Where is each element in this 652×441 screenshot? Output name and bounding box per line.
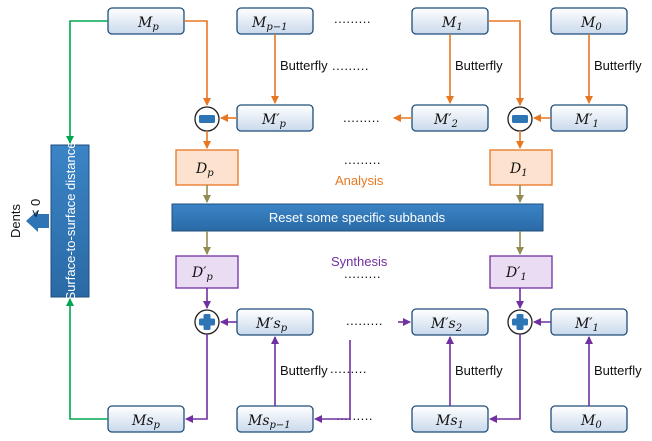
butterfly-label-2: Butterfly — [455, 58, 503, 73]
minus-node-1 — [507, 106, 533, 132]
svg-text:Mp: Mp — [137, 15, 159, 33]
svg-text:M′p: M′p — [261, 112, 287, 130]
plus-node-p — [194, 309, 220, 335]
butterfly-label-6: Butterfly — [594, 363, 642, 378]
svg-text:M1: M1 — [441, 15, 463, 33]
svg-text:Msp: Msp — [131, 413, 161, 431]
svg-text:D′1: D′1 — [505, 265, 527, 283]
threshold-label: < 0 — [28, 199, 43, 217]
svg-text:D1: D1 — [509, 161, 528, 179]
svg-text:Dp: Dp — [195, 161, 214, 179]
svg-text:M′sp: M′sp — [255, 316, 288, 334]
butterfly-label-1: Butterfly — [280, 58, 328, 73]
synthesis-dots: ......... — [344, 266, 381, 281]
svg-text:M′s2: M′s2 — [430, 316, 462, 334]
box-d-1: D1 — [489, 149, 553, 186]
dents-label: Dents — [8, 204, 23, 238]
svg-text:Mp−1: Mp−1 — [251, 15, 288, 33]
butterfly-dots-top: ......... — [332, 58, 369, 73]
box-m-0-bottom: M0 — [550, 405, 628, 433]
box-ms-p: Msp — [107, 405, 185, 433]
butterfly-dots-bottom: ......... — [330, 361, 367, 376]
svg-text:M0: M0 — [580, 413, 602, 431]
box-m-p: Mp — [107, 7, 185, 35]
reset-arrows — [203, 185, 524, 255]
box-m-prime-1-recon: M′1 — [550, 308, 628, 336]
svg-text:M0: M0 — [580, 15, 602, 33]
box-m-prime-1: M′1 — [550, 104, 628, 132]
svg-text:M′1: M′1 — [574, 112, 599, 130]
green-arrows — [66, 20, 108, 420]
butterfly-label-5: Butterfly — [455, 363, 503, 378]
box-ms-1: Ms1 — [411, 405, 489, 433]
box-d-prime-1: D′1 — [489, 255, 553, 289]
synthesis-label: Synthesis — [331, 254, 388, 269]
bottom-dots: ......... — [336, 408, 373, 423]
box-d-p: Dp — [175, 149, 239, 186]
box-m-p-minus-1: Mp−1 — [236, 7, 314, 35]
synthesis-arrows — [185, 288, 593, 423]
box-m-prime-p: M′p — [236, 104, 314, 132]
analysis-dots: ......... — [343, 110, 380, 125]
svg-text:M′1: M′1 — [574, 316, 599, 334]
box-m-prime-2: M′2 — [411, 104, 489, 132]
svg-text:M′2: M′2 — [433, 112, 458, 130]
svg-text:Reset some specific subbands: Reset some specific subbands — [269, 210, 446, 225]
dents-arrow — [26, 210, 49, 232]
box-ms-prime-p: M′sp — [236, 308, 314, 336]
analysis-arrows — [184, 20, 593, 149]
plus-node-1 — [507, 309, 533, 335]
box-ms-p-minus-1: Msp−1 — [236, 405, 314, 433]
recon-dots: ......... — [346, 313, 383, 328]
top-dots: ......... — [334, 11, 371, 26]
reset-subbands-bar: Reset some specific subbands — [171, 203, 544, 232]
surface-distance-box: Surface-to-surface distance — [50, 142, 90, 301]
svg-text:Ms1: Ms1 — [435, 413, 464, 431]
svg-text:D′p: D′p — [191, 265, 213, 283]
d-row-dots: ......... — [344, 152, 381, 167]
box-m-0: M0 — [550, 7, 628, 35]
minus-node-p — [194, 106, 220, 132]
butterfly-label-3: Butterfly — [594, 58, 642, 73]
butterfly-label-4: Butterfly — [280, 363, 328, 378]
svg-text:Surface-to-surface distance: Surface-to-surface distance — [63, 142, 78, 301]
box-m-1: M1 — [411, 7, 489, 35]
svg-text:Msp−1: Msp−1 — [247, 413, 291, 431]
analysis-label: Analysis — [335, 173, 384, 188]
box-ms-prime-2: M′s2 — [411, 308, 489, 336]
box-d-prime-p: D′p — [175, 255, 239, 289]
